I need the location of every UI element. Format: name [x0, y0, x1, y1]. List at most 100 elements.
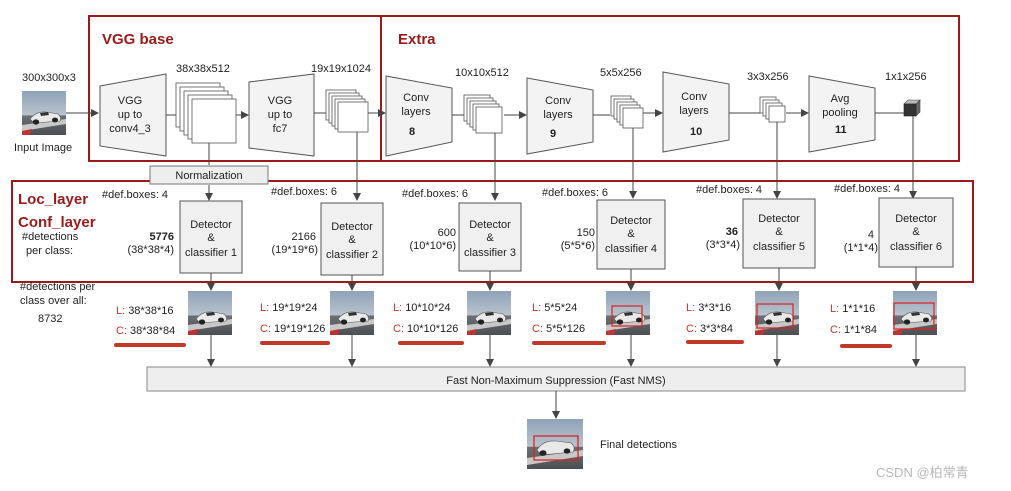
detector-line2: & — [775, 226, 783, 238]
C-label: C:19*19*126 — [260, 323, 325, 335]
feature-map-stack-3 — [463, 94, 503, 134]
detector-count: 600 — [438, 227, 456, 239]
L-label: L:38*38*16 — [116, 305, 173, 317]
detector-formula: (10*10*6) — [410, 240, 456, 252]
normalization-label: Normalization — [175, 170, 242, 182]
detector-3: #def.boxes: 6 Detector & classifier 3 60… — [402, 188, 522, 272]
detections-per-class-line1: #detections — [22, 231, 79, 243]
input-image — [21, 90, 67, 136]
detections-over-all-line1: #detections per — [20, 281, 96, 293]
extra-frame — [380, 15, 960, 162]
normalization-box — [149, 165, 269, 185]
feature-map-stack-5 — [759, 96, 786, 123]
vgg-block-2-line3: fc7 — [273, 123, 288, 135]
final-detection-box — [533, 435, 579, 461]
detection-box — [756, 303, 794, 329]
detector-count: 150 — [577, 227, 595, 239]
extra-block-4-line1: Avg — [831, 93, 850, 105]
output-image-6 — [892, 290, 938, 336]
fast-nms-label: Fast Non-Maximum Suppression (Fast NMS) — [446, 375, 665, 387]
vgg-conv4-3-block — [99, 73, 167, 157]
detector-line3: classifier 6 — [890, 241, 942, 253]
detector-line1: Detector — [895, 213, 937, 225]
extra-block-2-line1: Conv — [545, 95, 571, 107]
detections-per-class-line2: per class: — [26, 245, 73, 257]
output-5: L:3*3*16 C:3*3*84 — [686, 290, 800, 344]
detector-line3: classifier 5 — [753, 241, 805, 253]
def-boxes-label: #def.boxes: 6 — [542, 187, 608, 199]
feature-map-stack-2 — [325, 89, 369, 133]
detector-line1: Detector — [758, 213, 800, 225]
conv-layers-10-block — [662, 71, 730, 153]
L-label: L:3*3*16 — [686, 302, 731, 314]
detector-line1: Detector — [190, 219, 232, 231]
detector-4: #def.boxes: 6 Detector & classifier 4 15… — [542, 187, 666, 270]
vgg-block-2-line2: up to — [268, 109, 292, 121]
output-1: L:38*38*16 C:38*38*84 — [114, 290, 233, 347]
vgg-block-1-line3: conv4_3 — [109, 123, 151, 135]
detector-line3: classifier 1 — [185, 247, 237, 259]
detections-over-all-line2: class over all: — [20, 295, 87, 307]
output-image-1 — [187, 290, 233, 336]
detector-line3: classifier 3 — [464, 247, 516, 259]
L-label: L:1*1*16 — [830, 303, 875, 315]
detection-box — [611, 305, 643, 327]
extra-block-3-line1: Conv — [681, 91, 707, 103]
L-label: L:10*10*24 — [393, 302, 450, 314]
input-caption: Input Image — [14, 142, 72, 154]
fast-nms-box — [146, 366, 966, 392]
detections-over-all-total: 8732 — [38, 313, 62, 325]
feature-map-label-2: 19x19x1024 — [311, 63, 371, 75]
vgg-fc7-block — [248, 73, 315, 157]
detector-6: #def.boxes: 4 Detector & classifier 6 4 … — [834, 183, 954, 268]
detector-formula: (1*1*4) — [844, 242, 878, 254]
detector-line2: & — [627, 228, 635, 240]
def-boxes-label: #def.boxes: 4 — [696, 184, 762, 196]
detector-line3: classifier 2 — [326, 249, 378, 261]
detector-line2: & — [486, 232, 494, 244]
feature-map-label-4: 5x5x256 — [600, 67, 642, 79]
def-boxes-label: #def.boxes: 4 — [102, 189, 168, 201]
detector-count: 36 — [726, 226, 738, 238]
feature-map-stack-1 — [175, 82, 237, 144]
avg-pooling-11-block — [808, 75, 876, 153]
detector-count: 2166 — [292, 231, 316, 243]
feature-map-stack-4 — [610, 95, 644, 129]
output-2: L:19*19*24 C:19*19*126 — [260, 290, 375, 345]
output-4: L:5*5*24 C:5*5*126 — [532, 290, 651, 345]
detector-formula: (38*38*4) — [128, 244, 174, 256]
detector-line2: & — [912, 226, 920, 238]
C-label: C:10*10*126 — [393, 323, 458, 335]
vgg-base-title: VGG base — [102, 31, 174, 48]
detector-5: #def.boxes: 4 Detector & classifier 5 36… — [696, 184, 816, 269]
C-label: C:5*5*126 — [532, 323, 585, 335]
extra-block-3-num: 10 — [690, 126, 702, 138]
L-label: L:5*5*24 — [532, 302, 577, 314]
input-size-label: 300x300x3 — [22, 72, 76, 84]
C-label: C:38*38*84 — [116, 325, 175, 337]
L-label: L:19*19*24 — [260, 302, 317, 314]
detector-count: 4 — [868, 229, 874, 241]
extra-block-1-line2: layers — [401, 106, 431, 118]
extra-block-4-line2: pooling — [822, 107, 857, 119]
detector-line2: & — [348, 234, 356, 246]
detection-box — [893, 302, 935, 330]
final-detections-label: Final detections — [600, 439, 678, 451]
feature-map-label-3: 10x10x512 — [455, 67, 509, 79]
vgg-block-1-line2: up to — [118, 109, 142, 121]
detector-count: 5776 — [150, 231, 174, 243]
extra-block-2-line2: layers — [543, 109, 573, 121]
detector-formula: (5*5*6) — [561, 240, 595, 252]
detector-line1: Detector — [610, 215, 652, 227]
detector-line1: Detector — [469, 219, 511, 231]
feature-map-label-1: 38x38x512 — [176, 63, 230, 75]
def-boxes-label: #def.boxes: 6 — [402, 188, 468, 200]
conv-layers-8-block — [385, 75, 453, 157]
output-image-3 — [466, 290, 512, 336]
feature-map-label-6: 1x1x256 — [885, 71, 927, 83]
loc-conf-frame — [11, 180, 974, 283]
detector-line1: Detector — [331, 221, 373, 233]
loc-layer-title: Loc_layer — [18, 191, 88, 208]
output-3: L:10*10*24 C:10*10*126 — [393, 290, 512, 345]
